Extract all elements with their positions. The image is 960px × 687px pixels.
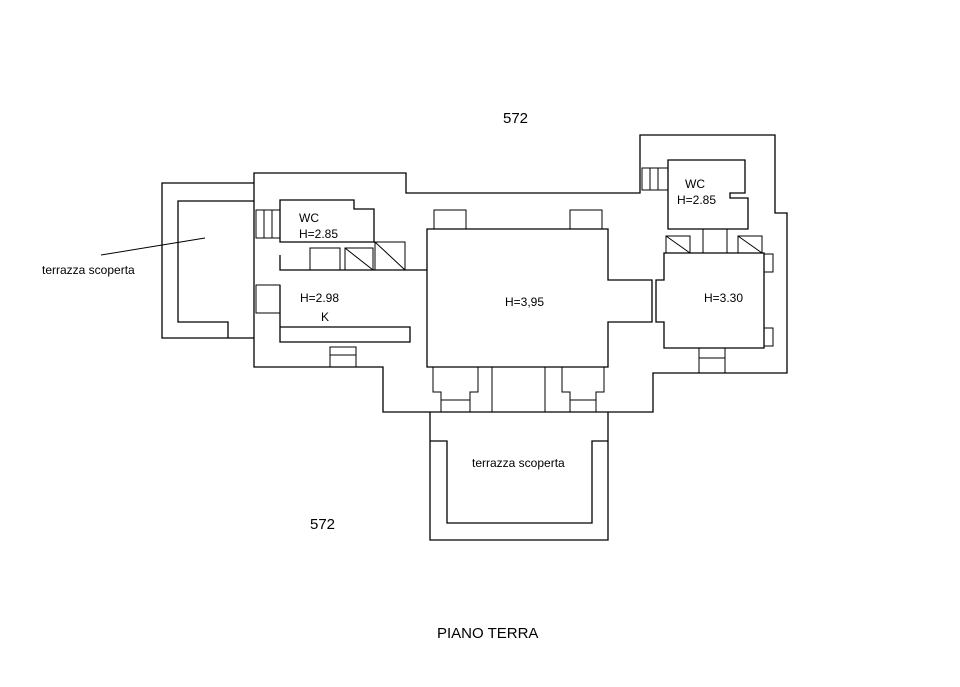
door-bottom-right — [561, 367, 605, 412]
left-wc-name: WC — [299, 211, 319, 225]
right-room-walls — [655, 252, 765, 349]
building-outline — [253, 134, 788, 413]
right-cabinet-2 — [702, 228, 728, 254]
bottom-terrace-outer — [429, 412, 609, 541]
main-hall-height: H=3,95 — [505, 295, 544, 309]
right-room-window-top — [763, 253, 774, 273]
cabinet-3 — [374, 241, 406, 271]
main-hall-walls — [426, 228, 653, 368]
left-wc-height: H=2.85 — [299, 227, 338, 241]
main-hall-niche-right — [569, 209, 603, 230]
left-terrace-label: terrazza scoperta — [42, 263, 135, 277]
right-wc-walls — [667, 159, 749, 230]
kitchen-height: H=2.98 — [300, 291, 339, 305]
right-wc-window — [641, 167, 669, 191]
left-wc-window — [255, 209, 281, 239]
right-wc-height: H=2.85 — [677, 193, 716, 207]
left-terrace-outer — [161, 182, 254, 339]
right-room-door-bottom — [698, 347, 726, 374]
left-terrace-inner — [177, 200, 254, 338]
cabinet-2 — [344, 247, 374, 271]
right-cabinet-3 — [737, 235, 763, 254]
right-wc-name: WC — [685, 177, 705, 191]
parcel-label-top: 572 — [503, 110, 528, 127]
bottom-terrace-inner — [430, 440, 608, 524]
cabinet-1 — [309, 247, 341, 271]
kitchen-name: K — [321, 310, 329, 324]
kitchen-window-left — [255, 284, 281, 314]
left-wc-walls — [279, 199, 375, 243]
right-room-window-bottom — [763, 327, 774, 347]
main-hall-niche-left — [433, 209, 467, 230]
parcel-label-bottom: 572 — [310, 516, 335, 533]
door-bottom-left — [432, 367, 479, 412]
kitchen-door-bottom — [329, 346, 357, 368]
right-room-height: H=3.30 — [704, 291, 743, 305]
bottom-terrace-label: terrazza scoperta — [472, 456, 565, 470]
terrace-pointer-line — [100, 237, 206, 256]
right-cabinet-1 — [665, 235, 691, 254]
plan-title: PIANO TERRA — [437, 625, 538, 642]
